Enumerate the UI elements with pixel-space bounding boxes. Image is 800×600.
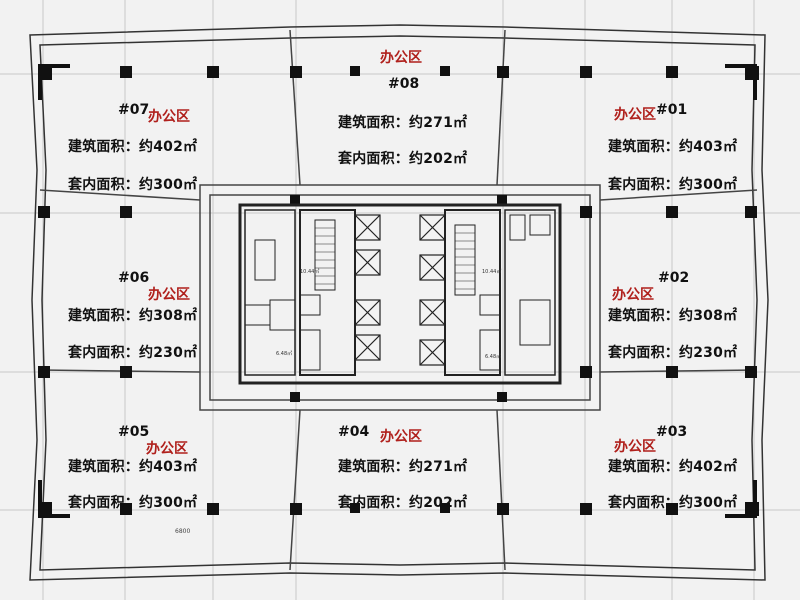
left-lobby-area-label: 10.44㎡: [300, 269, 320, 275]
unit-net-area: 套内面积：约202㎡: [338, 495, 468, 511]
unit-number: #06: [118, 270, 150, 286]
unit-zone-label: 办公区: [148, 287, 190, 303]
outer-shell: [29, 24, 769, 581]
unit-gross-area: 建筑面积：约403㎡: [608, 139, 738, 155]
unit-zone-label: 办公区: [380, 429, 422, 445]
unit-zone-label: 办公区: [148, 109, 190, 125]
unit-zone-label: 办公区: [614, 107, 656, 123]
unit-number: #08: [388, 76, 420, 92]
unit-number: #01: [656, 102, 688, 118]
unit-zone-label: 办公区: [146, 441, 188, 457]
left-small-area-label: 6.48㎡: [276, 351, 293, 357]
unit-number: #04: [338, 424, 370, 440]
unit-net-area: 套内面积：约230㎡: [68, 345, 198, 361]
unit-gross-area: 建筑面积：约271㎡: [338, 459, 468, 475]
central-core: [238, 203, 562, 385]
unit-zone-label: 办公区: [612, 287, 654, 303]
unit-gross-area: 建筑面积：约308㎡: [608, 308, 738, 324]
unit-net-area: 套内面积：约300㎡: [608, 177, 738, 193]
corner-walls: [38, 64, 757, 518]
dimension-label: 6800: [175, 528, 191, 535]
right-small-area-label: 6.48㎡: [485, 354, 502, 360]
unit-net-area: 套内面积：约230㎡: [608, 345, 738, 361]
unit-zone-label: 办公区: [614, 439, 656, 455]
unit-gross-area: 建筑面积：约271㎡: [338, 115, 468, 131]
unit-gross-area: 建筑面积：约403㎡: [68, 459, 198, 475]
unit-net-area: 套内面积：约300㎡: [68, 177, 198, 193]
unit-number: #05: [118, 424, 150, 440]
unit-number: #02: [658, 270, 690, 286]
unit-number: #03: [656, 424, 688, 440]
unit-net-area: 套内面积：约202㎡: [338, 151, 468, 167]
unit-gross-area: 建筑面积：约308㎡: [68, 308, 198, 324]
unit-gross-area: 建筑面积：约402㎡: [68, 139, 198, 155]
right-lobby-area-label: 10.44㎡: [482, 269, 502, 275]
unit-net-area: 套内面积：约300㎡: [608, 495, 738, 511]
unit-number: #07: [118, 102, 150, 118]
interior-partitions: [39, 29, 758, 571]
unit-net-area: 套内面积：约300㎡: [68, 495, 198, 511]
unit-zone-label: 办公区: [380, 50, 422, 66]
unit-gross-area: 建筑面积：约402㎡: [608, 459, 738, 475]
